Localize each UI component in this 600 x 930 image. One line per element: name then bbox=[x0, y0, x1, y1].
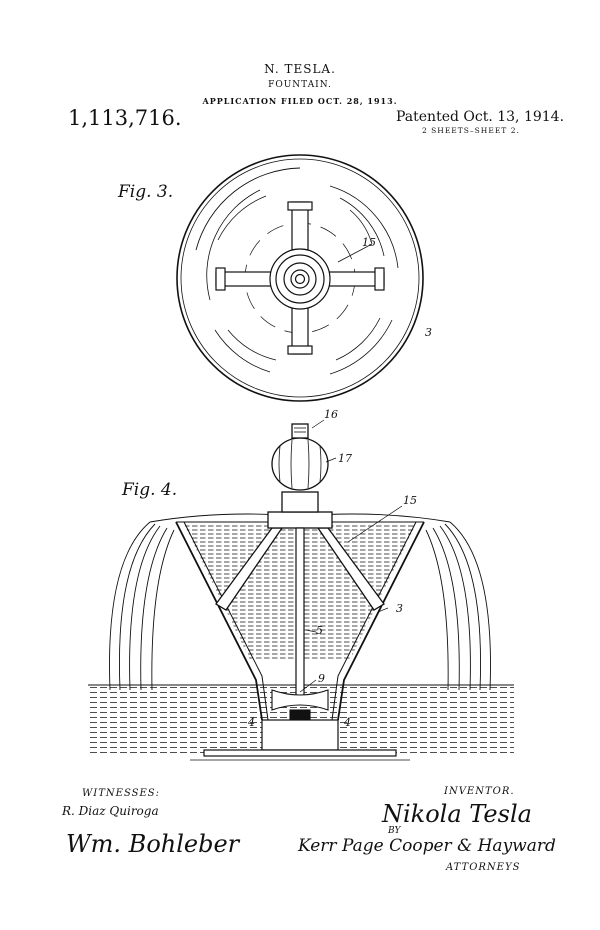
fig4-support-legs bbox=[215, 491, 385, 611]
fig4-ref-4-right: 4 bbox=[344, 716, 351, 729]
invention-title: FOUNTAIN. bbox=[268, 80, 332, 90]
fig4-ref-4-left: 4 bbox=[248, 716, 255, 729]
fig4-leader-lines bbox=[299, 419, 403, 693]
fig3-ref-15: 15 bbox=[362, 236, 376, 249]
inventor-signature: Nikola Tesla bbox=[382, 800, 532, 828]
fig3-ref-3: 3 bbox=[425, 326, 432, 339]
attorneys-label: ATTORNEYS bbox=[446, 862, 521, 873]
fig3-basin-top-view bbox=[176, 154, 424, 402]
witness-signature-2: Wm. Bohleber bbox=[66, 830, 240, 858]
fig4-label: Fig. 4. bbox=[122, 480, 178, 500]
fig3-label: Fig. 3. bbox=[118, 182, 174, 202]
sheet-count: 2 SHEETS–SHEET 2. bbox=[422, 126, 520, 135]
application-date: APPLICATION FILED OCT. 28, 1913. bbox=[202, 96, 398, 106]
fig4-ref-16: 16 bbox=[324, 408, 338, 421]
witnesses-label: WITNESSES: bbox=[82, 788, 160, 799]
patent-number: 1,113,716. bbox=[68, 106, 182, 130]
fig4-motor-housing bbox=[271, 423, 329, 491]
witness-signature-1: R. Diaz Quiroga bbox=[62, 804, 159, 818]
inventor-name: N. TESLA. bbox=[264, 62, 336, 76]
fig4-ref-3: 3 bbox=[396, 602, 403, 615]
fig4-ref-9: 9 bbox=[318, 672, 325, 685]
attorneys-signature: Kerr Page Cooper & Hayward bbox=[298, 836, 556, 856]
fig4-shaft bbox=[295, 527, 305, 699]
inventor-label: INVENTOR. bbox=[444, 786, 515, 797]
fig4-ref-15: 15 bbox=[403, 494, 417, 507]
by-label: BY bbox=[388, 826, 401, 836]
fig4-ref-5: 5 bbox=[316, 624, 323, 637]
patented-date: Patented Oct. 13, 1914. bbox=[396, 109, 565, 125]
fig4-base bbox=[190, 719, 410, 761]
fig4-ref-17: 17 bbox=[338, 452, 352, 465]
fig3-cross-arms bbox=[215, 201, 385, 355]
